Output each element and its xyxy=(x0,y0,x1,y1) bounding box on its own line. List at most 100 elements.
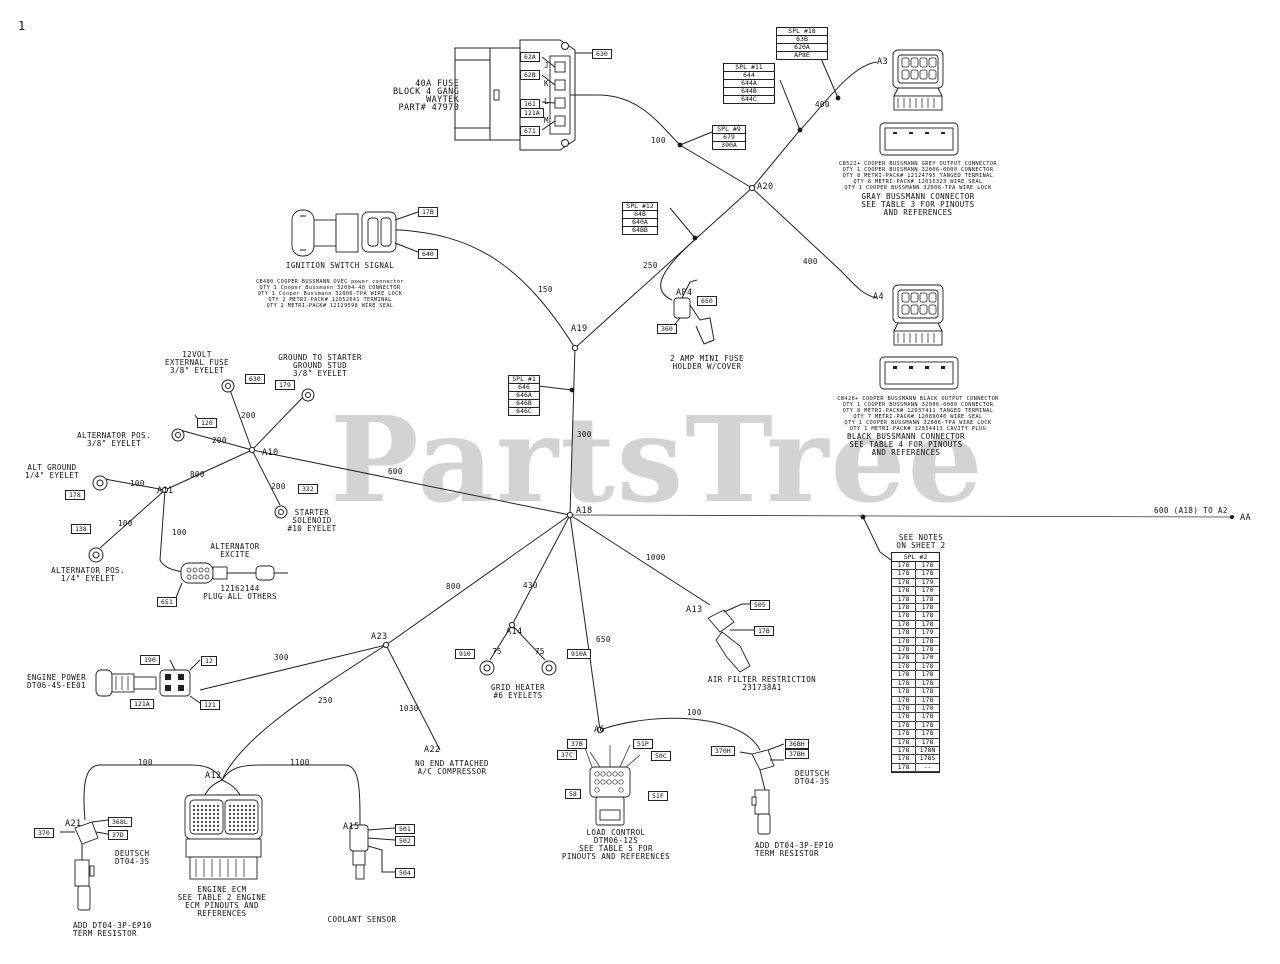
fuse-letter-j: J xyxy=(544,61,549,70)
spl2-cell: 178 xyxy=(892,637,916,646)
spl2-cell: -- xyxy=(923,762,932,771)
spl2-cell: 178 xyxy=(892,763,916,772)
spl2-cell: 178 xyxy=(921,661,934,670)
fuse-block-drawing xyxy=(454,39,598,151)
tag-37bh: 37BH xyxy=(785,749,809,759)
a3-connector-drawing xyxy=(879,49,959,156)
spl2-cell: 178 xyxy=(892,628,916,637)
node-a14: A14 xyxy=(506,627,523,637)
tag-37b: 37B xyxy=(567,739,587,749)
tag-36bh: 36BH xyxy=(785,739,809,749)
spl2-cell: 178 xyxy=(921,611,934,620)
tag-505: 505 xyxy=(750,600,770,610)
len-600: 600 xyxy=(388,467,403,476)
tag-121: 121 xyxy=(200,700,220,710)
wire-a14-left xyxy=(489,624,513,661)
tag-37d: 37D xyxy=(108,830,128,840)
fuse-block-title: 40A FUSE BLOCK 4 GANG WAYTEK PART# 47970 xyxy=(393,79,460,113)
ignition-connector-drawing xyxy=(291,209,419,257)
tag-fuse-630: 630 xyxy=(592,49,612,59)
spl2-cell: 178 xyxy=(921,729,934,738)
spl2-cell: 178 xyxy=(892,754,916,763)
black-connector-notes: CB426+ COOPER BUSSMANN BLACK OUTPUT CONN… xyxy=(837,396,999,432)
wire-a18-a6 xyxy=(569,514,601,731)
tag-360: 360 xyxy=(657,324,677,334)
wire-a18-a2 xyxy=(569,514,1233,518)
tag-120: 120 xyxy=(197,418,217,428)
alt-pos-bottom-label: ALTERNATOR POS.1/4" EYELET xyxy=(51,566,125,583)
tag-504: 504 xyxy=(395,868,415,878)
node-ap4: AP4 xyxy=(676,288,693,298)
tag-fuse-671: 671 xyxy=(520,126,540,136)
wire-a18-a13 xyxy=(569,514,711,606)
tag-910a: 910A xyxy=(567,649,591,659)
wire-a14-right xyxy=(511,624,546,661)
len-800-a18: 800 xyxy=(446,582,461,591)
len-200-a: 200 xyxy=(241,411,256,420)
junction-dots xyxy=(161,95,1234,734)
len-100-b: 100 xyxy=(118,519,133,528)
spl2-cell: 178 xyxy=(921,561,934,569)
spl2-cell: 178 xyxy=(892,729,916,738)
tag-651: 651 xyxy=(157,597,177,607)
spl2-cell: 179 xyxy=(921,628,934,637)
spl2-cell: 178 xyxy=(892,687,916,696)
spl2-cell: 178 xyxy=(892,569,916,578)
spl2-cell: 178 xyxy=(921,687,934,696)
spl2-cell: 178 xyxy=(892,738,916,746)
spl2-cell: 178 xyxy=(921,619,934,628)
len-150: 150 xyxy=(538,285,553,294)
spl2-cell: 178 xyxy=(921,695,934,704)
node-a11: A11 xyxy=(157,486,174,496)
wire-a18-a23 xyxy=(385,514,571,646)
spl2-cell: 178 xyxy=(921,737,934,746)
tag-fuse-62a: 62A xyxy=(520,52,540,62)
spl2-cell: 178 xyxy=(921,645,934,654)
spl2-cell: 178S xyxy=(919,754,936,763)
wire-a20-a4 xyxy=(751,187,878,299)
tag-368l: 368L xyxy=(108,817,132,827)
len-100-a12: 100 xyxy=(138,758,153,767)
len-650: 650 xyxy=(596,635,611,644)
tag-910: 910 xyxy=(455,649,475,659)
tag-17b: 17B xyxy=(418,207,438,217)
spl2-row: 178 178 xyxy=(892,729,939,739)
spl2-row: 178 178 xyxy=(892,687,939,697)
len-300-a23: 300 xyxy=(274,653,289,662)
a15-coolant-drawing xyxy=(349,824,396,880)
wire-a23-a22 xyxy=(385,644,441,751)
spl2-cell: 178 xyxy=(892,603,916,612)
node-a10: A10 xyxy=(262,448,279,458)
spl2-cell: 178 xyxy=(892,645,916,654)
spl2-cell: 178 xyxy=(921,678,934,687)
len-100-a: 100 xyxy=(130,479,145,488)
watermark: PartsTree xyxy=(330,390,985,529)
wire-a10-a11 xyxy=(164,449,253,491)
tag-179: 179 xyxy=(275,380,295,390)
spl2-cell: 178 xyxy=(892,561,916,570)
wire-ap4 xyxy=(660,234,701,301)
node-a21: A21 xyxy=(65,819,82,829)
wire-a18-a10 xyxy=(251,449,571,516)
len-1030: 1030 xyxy=(399,704,419,713)
spl2-cell: 178 xyxy=(892,586,916,595)
spl2-cell: 178 xyxy=(892,746,916,755)
len-250: 250 xyxy=(643,261,658,270)
deutsch-right-drawing xyxy=(739,743,785,835)
alt-pos-top-label: ALTERNATOR POS.3/8" EYELET xyxy=(77,431,151,448)
